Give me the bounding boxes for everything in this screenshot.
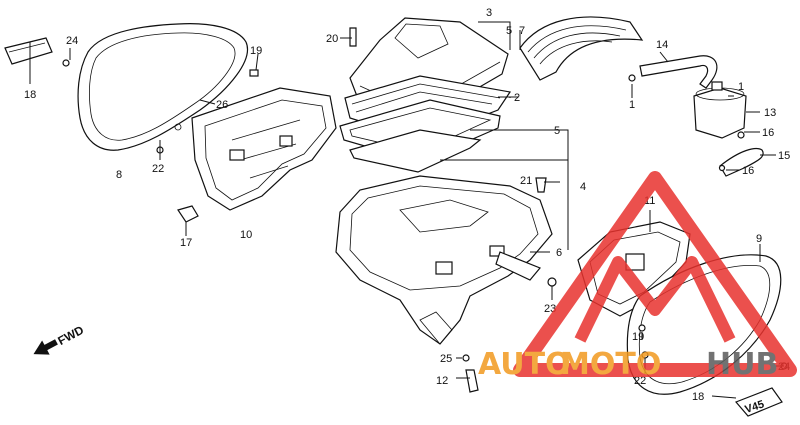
fwd-arrow: FWD	[33, 323, 86, 355]
callout-9: 9	[756, 233, 762, 245]
leader-lines	[29, 21, 784, 399]
part-8-side-cover	[77, 23, 249, 151]
callout-2: 2	[514, 92, 520, 104]
watermark-text-auto: AUTO	[478, 347, 571, 382]
callout-16-a: 16	[762, 127, 774, 139]
callout-1-b: 1	[629, 99, 635, 111]
watermark-text-hub: HUB	[706, 347, 778, 382]
callout-8: 8	[116, 169, 122, 181]
callout-18-left: 18	[24, 89, 36, 101]
callout-12: 12	[436, 375, 448, 387]
callout-7: 7	[519, 25, 525, 37]
callout-4: 4	[580, 181, 586, 193]
callout-19-left: 19	[250, 45, 262, 57]
callout-22-left: 22	[152, 163, 164, 175]
callout-16-b: 16	[742, 165, 754, 177]
callout-11: 11	[644, 195, 655, 207]
intake-duct	[519, 16, 644, 81]
part-14-hose	[639, 55, 718, 89]
callout-3: 3	[486, 7, 492, 19]
emblem-text: V45	[743, 398, 765, 415]
callout-10: 10	[240, 229, 252, 241]
callout-25: 25	[440, 353, 452, 365]
callout-1-a: 1	[738, 81, 744, 93]
callout-5-mid: 5	[554, 125, 560, 137]
part-15-hose	[719, 147, 764, 177]
callout-17: 17	[180, 237, 192, 249]
callout-numbers: 3 5 7 20 24 19 18 26 14 1 1 2 13 5 16 15…	[24, 7, 790, 403]
part-13-chamber	[693, 81, 747, 139]
watermark-text-moto: MOTO	[560, 347, 661, 382]
part-4-housing	[335, 175, 553, 345]
callout-24-left: 24	[66, 35, 78, 47]
callout-13: 13	[764, 107, 776, 119]
callout-14: 14	[656, 39, 668, 51]
fwd-arrow-icon	[33, 339, 58, 355]
callout-19-right: 19	[632, 331, 644, 343]
callout-15: 15	[778, 150, 790, 162]
emblem-plate: V45	[734, 387, 783, 417]
callout-6: 6	[556, 247, 562, 259]
callout-18-right: 18	[692, 391, 704, 403]
watermark-m-icon	[574, 256, 736, 343]
callout-26: 26	[216, 99, 228, 111]
callout-20: 20	[326, 33, 338, 45]
watermark-logo: AUTO MOTO HUB	[478, 171, 797, 382]
watermark-triangle-icon	[513, 171, 797, 377]
callout-22-right: 22	[634, 375, 646, 387]
part-10-bracket	[191, 87, 337, 211]
part-17-clip	[177, 205, 199, 223]
part-5-seal	[339, 99, 501, 173]
callout-21: 21	[520, 175, 532, 187]
fwd-label: FWD	[55, 323, 86, 348]
callout-5-top: 5	[506, 25, 512, 37]
part-18-plate	[4, 37, 53, 65]
